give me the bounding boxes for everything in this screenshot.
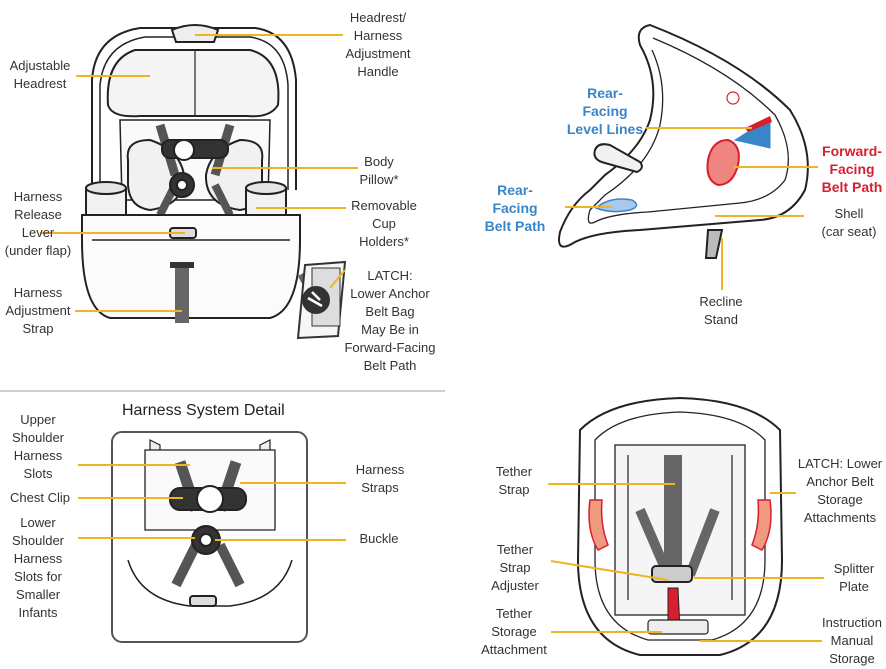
label-rear-level-lines: Rear- Facing Level Lines	[566, 85, 644, 137]
label-forward-belt-path: Forward- Facing Belt Path	[821, 143, 883, 195]
label-shell: Shell (car seat)	[821, 206, 877, 239]
label-headrest-handle: Headrest/ Harness Adjustment Handle	[345, 10, 411, 79]
label-adjustable-headrest: Adjustable Headrest	[9, 58, 71, 91]
label-chest-clip: Chest Clip	[10, 490, 70, 505]
label-harness-strap: Harness Adjustment Strap	[5, 285, 71, 336]
label-harness-release: Harness Release Lever (under flap)	[4, 189, 72, 258]
side-seat-illustration	[558, 23, 809, 259]
label-upper-slots: Upper Shoulder Harness Slots	[11, 412, 65, 481]
label-lower-slots: Lower Shoulder Harness Slots for Smaller…	[11, 515, 65, 620]
label-splitter-plate: Splitter Plate	[833, 561, 875, 594]
harness-detail-title: Harness System Detail	[122, 402, 285, 419]
label-harness-straps: Harness Straps	[355, 462, 405, 495]
label-tether-adjuster: Tether Strap Adjuster	[491, 542, 539, 593]
leader-lines	[40, 34, 824, 642]
label-rear-belt-path: Rear- Facing Belt Path	[484, 182, 546, 234]
front-seat-illustration	[81, 24, 301, 323]
label-recline-stand: Recline Stand	[699, 294, 743, 327]
label-tether-storage: Tether Storage Attachment	[481, 606, 547, 657]
harness-detail-illustration	[111, 431, 308, 643]
label-manual-storage: Instruction Manual Storage	[822, 615, 882, 666]
label-latch-bag: LATCH: Lower Anchor Belt Bag May Be in F…	[344, 268, 436, 373]
label-cup-holders: Removable Cup Holders*	[351, 198, 417, 249]
label-body-pillow: Body Pillow*	[359, 154, 399, 187]
section-divider	[0, 390, 445, 392]
back-seat-illustration	[576, 396, 784, 656]
label-tether-strap: Tether Strap	[495, 464, 533, 497]
latch-bag-illustration	[296, 260, 347, 340]
label-latch-storage: LATCH: Lower Anchor Belt Storage Attachm…	[797, 456, 883, 525]
label-buckle: Buckle	[359, 531, 399, 546]
